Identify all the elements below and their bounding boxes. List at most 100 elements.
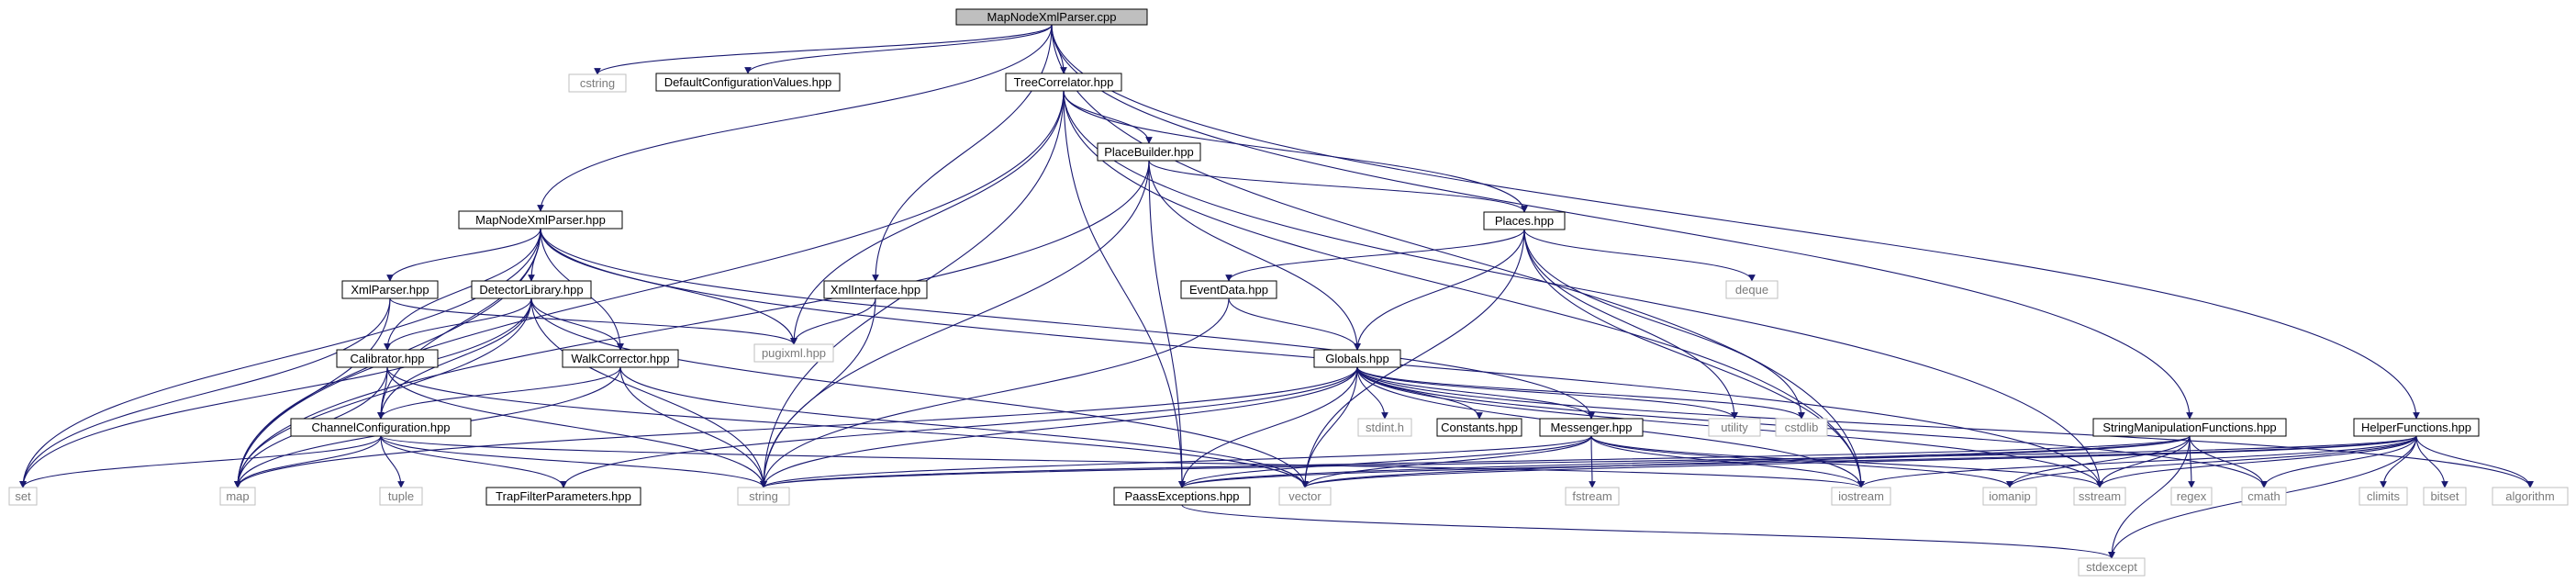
edge-chancfg-to-tuple [380,435,405,488]
node-iostream: iostream [1831,487,1891,506]
node-pugixml: pugixml.hpp [753,343,834,363]
node-root[interactable]: MapNodeXmlParser.cpp [955,8,1148,26]
node-label-algorithm: algorithm [2505,489,2554,503]
node-trapfilter[interactable]: TrapFilterParameters.hpp [485,487,641,506]
node-layer: MapNodeXmlParser.cpp cstring DefaultConfig… [8,8,2569,577]
node-fstream: fstream [1565,487,1620,506]
node-tuple: tuple [379,487,423,506]
edge-detlib-to-chancfg [377,297,532,420]
edge-chancfg-to-iostream [380,435,1865,488]
node-iomanip: iomanip [1982,487,2037,506]
node-cstdlib: cstdlib [1775,418,1828,437]
node-box-pugixml [753,343,834,363]
node-places[interactable]: Places.hpp [1483,211,1566,230]
edge-mnxp-to-messenger [540,228,1595,420]
edge-places-to-vector [1301,229,1525,488]
node-box-cmath [2241,487,2287,506]
edge-places-to-iostream [1523,229,1865,488]
edge-calibrator-to-string [386,366,767,488]
node-label-sstream: sstream [2079,489,2121,503]
edge-root-to-helper [1051,24,2420,420]
edge-globals-to-stdint [1356,366,1388,420]
edge-chancfg-to-trapfilter [380,435,567,488]
node-eventdata[interactable]: EventData.hpp [1180,280,1277,299]
edge-places-to-cstdlib [1523,229,1805,420]
node-label-xmlparser: XmlParser.hpp [351,283,429,297]
node-box-globals [1313,349,1401,368]
edge-detlib-to-set [19,297,532,488]
edge-root-to-smf [1051,24,2193,420]
edge-globals-to-utility [1356,366,1738,420]
node-box-bitset [2423,487,2467,506]
edge-detlib-to-calibrator [384,297,532,351]
edge-helper-to-paassexc [1178,435,2417,488]
edge-treecorr-to-sstream [1063,90,2103,488]
edge-smf-to-iomanip [2006,435,2191,488]
edge-eventdata-to-string [760,297,1230,488]
node-box-paassexc [1113,487,1251,506]
node-label-map: map [226,489,249,503]
node-box-messenger [1539,418,1644,437]
node-box-fstream [1565,487,1620,506]
node-mnxp[interactable]: MapNodeXmlParser.hpp [458,210,623,230]
node-label-vector: vector [1288,489,1321,503]
node-label-regex: regex [2177,489,2207,503]
node-walkcorr[interactable]: WalkCorrector.hpp [562,349,679,368]
node-constants[interactable]: Constants.hpp [1436,418,1522,437]
node-vector: vector [1278,487,1332,506]
edge-treecorr-to-pugixml [790,90,1065,345]
node-smf[interactable]: StringManipulationFunctions.hpp [2092,418,2287,437]
node-cstring: cstring [568,73,627,93]
edge-smf-to-regex [2188,435,2195,488]
node-globals[interactable]: Globals.hpp [1313,349,1401,368]
node-label-root: MapNodeXmlParser.cpp [987,10,1117,24]
node-label-stdexcept: stdexcept [2086,560,2137,574]
node-utility: utility [1708,418,1761,437]
edge-root-to-xmliface [872,24,1053,282]
node-box-places [1483,211,1566,230]
node-label-set: set [15,489,31,503]
node-xmliface[interactable]: XmlInterface.hpp [823,280,928,299]
node-label-mnxp: MapNodeXmlParser.hpp [475,213,606,227]
node-label-smf: StringManipulationFunctions.hpp [2102,420,2276,434]
edge-globals-to-messenger [1356,366,1595,420]
edge-placebuilder-to-paassexc [1148,160,1186,488]
node-label-climits: climits [2367,489,2401,503]
node-label-iostream: iostream [1838,489,1884,503]
node-label-places: Places.hpp [1495,214,1554,228]
node-box-constants [1436,418,1522,437]
edge-chancfg-to-map [234,435,382,488]
edge-places-to-utility [1523,229,1738,420]
node-box-detlib [471,280,592,299]
node-defcfg[interactable]: DefaultConfigurationValues.hpp [655,73,841,92]
node-stdexcept: stdexcept [2078,557,2146,577]
node-calibrator[interactable]: Calibrator.hpp [336,349,439,368]
edge-root-to-iostream [1051,24,1865,488]
edge-smf-to-string [760,435,2191,488]
node-helper[interactable]: HelperFunctions.hpp [2353,418,2480,437]
node-chancfg[interactable]: ChannelConfiguration.hpp [290,418,472,437]
node-climits: climits [2359,487,2408,506]
edge-helper-to-cmath [2260,435,2417,488]
node-label-walkcorr: WalkCorrector.hpp [571,352,669,365]
edge-walkcorr-to-chancfg [377,366,621,420]
node-treecorr[interactable]: TreeCorrelator.hpp [1005,73,1122,92]
node-xmlparser[interactable]: XmlParser.hpp [341,280,439,299]
node-map: map [219,487,256,506]
edge-detlib-to-vector [530,297,1309,488]
node-detlib[interactable]: DetectorLibrary.hpp [471,280,592,299]
edge-treecorr-to-iostream [1063,90,1865,488]
node-box-map [219,487,256,506]
node-placebuilder[interactable]: PlaceBuilder.hpp [1097,142,1201,162]
node-cmath: cmath [2241,487,2287,506]
node-messenger[interactable]: Messenger.hpp [1539,418,1644,437]
node-stdint: stdint.h [1357,418,1412,437]
node-paassexc[interactable]: PaassExceptions.hpp [1113,487,1251,506]
node-box-vector [1278,487,1332,506]
edge-root-to-cstring [594,24,1053,75]
edge-treecorr-to-map [234,90,1065,488]
node-label-treecorr: TreeCorrelator.hpp [1014,75,1114,89]
edge-places-to-deque [1523,229,1756,282]
node-box-stdint [1357,418,1412,437]
node-deque: deque [1725,280,1779,299]
